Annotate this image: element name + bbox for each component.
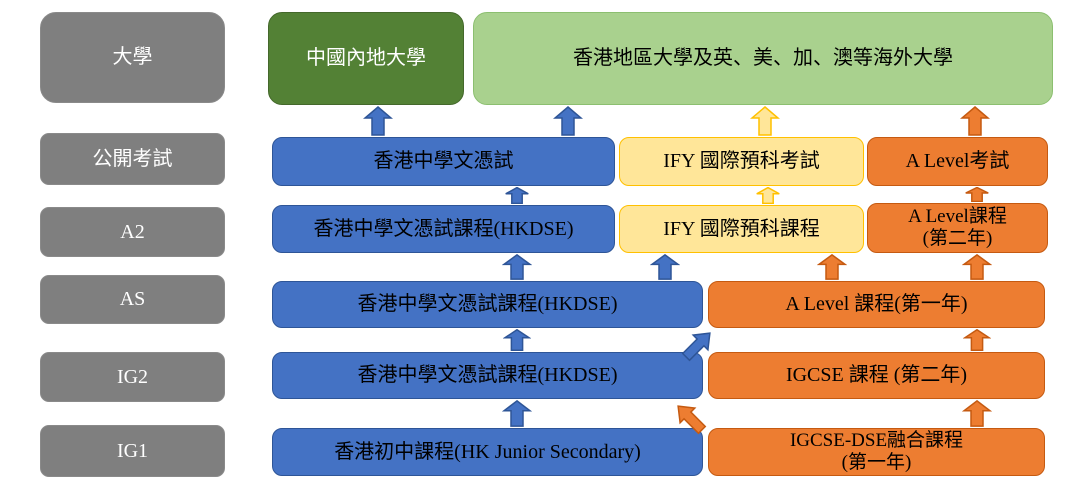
box-alevel-course-y2: A Level課程(第二年) — [867, 203, 1048, 253]
box-ify-course: IFY 國際預科課程 — [619, 205, 864, 253]
box-alevel-course-y1: A Level 課程(第一年) — [708, 281, 1045, 328]
alevel-y2-line1: A Level課程 — [908, 206, 1007, 228]
box-igcse-dse-fusion-y1: IGCSE-DSE融合課程(第一年) — [708, 428, 1045, 476]
stage-label-ig2: IG2 — [40, 352, 225, 402]
arrow-ig2-hkdse-to-alevel-y1-diagonal-icon — [677, 324, 719, 366]
box-ify-exam: IFY 國際預科考試 — [619, 137, 864, 186]
arrow-alevel-y2-to-alevel-exam-icon — [964, 187, 990, 202]
arrow-igcse-y2-to-alevel-y1-icon — [963, 329, 991, 351]
arrow-alevel-y1-to-alevel-y2-icon — [962, 254, 992, 280]
box-hkdse-course-a2: 香港中學文憑試課程(HKDSE) — [272, 205, 615, 253]
arrow-junior-to-ig2-hkdse-icon — [502, 400, 532, 427]
box-hk-junior-secondary: 香港初中課程(HK Junior Secondary) — [272, 428, 703, 476]
arrow-hkdse-exam-to-overseas-icon — [553, 106, 583, 136]
box-overseas-university: 香港地區大學及英、美、加、澳等海外大學 — [473, 12, 1053, 105]
arrow-igcse-dse-to-ig2-hkdse-diagonal-icon — [669, 397, 711, 439]
stage-label-university: 大學 — [40, 12, 225, 103]
arrow-ig2-to-as-hkdse-icon — [503, 329, 531, 351]
arrow-as-to-a2-hkdse-icon — [502, 254, 532, 280]
arrow-hkdse-exam-to-mainland-icon — [363, 106, 393, 136]
arrow-ify-exam-to-overseas-icon — [750, 106, 780, 136]
arrow-as-to-ify-course-icon — [650, 254, 680, 280]
box-mainland-university: 中國內地大學 — [268, 12, 464, 105]
box-hkdse-exam: 香港中學文憑試 — [272, 137, 615, 186]
igcse-dse-line1: IGCSE-DSE融合課程 — [789, 430, 964, 452]
box-alevel-exam: A Level考試 — [867, 137, 1048, 186]
arrow-igcse-dse-to-igcse-y2-icon — [962, 400, 992, 427]
box-hkdse-course-as: 香港中學文憑試課程(HKDSE) — [272, 281, 703, 328]
arrow-a2-to-hkdse-exam-icon — [504, 187, 530, 204]
arrow-alevel-y1-to-ify-course-icon — [817, 254, 847, 280]
alevel-y2-line2: (第二年) — [922, 228, 993, 249]
stage-label-as: AS — [40, 275, 225, 324]
igcse-dse-line2: (第一年) — [841, 452, 912, 473]
arrow-ify-course-to-ify-exam-icon — [755, 187, 781, 204]
arrow-alevel-exam-to-overseas-icon — [960, 106, 990, 136]
stage-label-public-exam: 公開考試 — [40, 133, 225, 185]
stage-label-ig1: IG1 — [40, 425, 225, 477]
stage-label-a2: A2 — [40, 207, 225, 257]
box-hkdse-course-ig2: 香港中學文憑試課程(HKDSE) — [272, 352, 703, 399]
box-igcse-course-y2: IGCSE 課程 (第二年) — [708, 352, 1045, 399]
